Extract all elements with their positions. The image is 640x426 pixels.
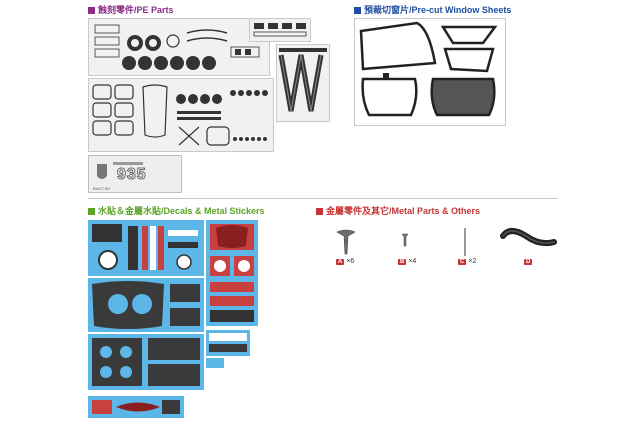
section-marker-icon [88, 208, 95, 215]
metal-part-d [500, 226, 558, 256]
rubber-tube-icon [500, 228, 557, 247]
decal-sheet-dark-art [92, 281, 200, 329]
rod-icon [464, 228, 466, 256]
decal-sheet-dark [88, 278, 204, 332]
decal-sheet-strip-art [92, 400, 180, 414]
section-marker-icon [316, 208, 323, 215]
decal-sheet-small [206, 330, 250, 356]
pin-icon [401, 233, 409, 247]
decal-sheet-red [206, 220, 258, 326]
metal-part-b [400, 232, 410, 248]
nameplate: 935 BUILT BY [88, 155, 182, 193]
decal-sheet-tiny [206, 358, 224, 368]
metal-part-c [462, 228, 468, 256]
decal-sheet-strip [88, 396, 184, 418]
section-divider [88, 198, 558, 199]
pe-section-title: 蝕刻零件/PE Parts [88, 3, 174, 16]
metal-part-b-qty: B×4 [398, 258, 417, 265]
metal-section-title: 金屬零件及其它/Metal Parts & Others [316, 204, 480, 217]
decal-sheet-main [88, 220, 204, 276]
rivet-icon [336, 229, 356, 255]
pe-fret-top-parts [94, 24, 260, 70]
window-sheet-parts [359, 21, 498, 117]
porsche-crest-icon [97, 162, 143, 179]
decals-section-title: 水貼＆金屬水貼/Decals & Metal Stickers [88, 204, 265, 217]
window-sheet [354, 18, 506, 126]
pe-fret-small [249, 18, 311, 42]
windows-section-title: 預裁切窗片/Pre-cut Window Sheets [354, 3, 511, 16]
metal-part-d-qty: D [524, 259, 533, 265]
pe-fret-mesh [276, 44, 330, 122]
section-marker-icon [354, 7, 361, 14]
metal-part-a-qty: A×6 [336, 258, 355, 265]
pe-fret-top [88, 18, 270, 76]
section-marker-icon [88, 7, 95, 14]
metal-part-a [336, 228, 356, 256]
decal-sheet-small-art [209, 333, 247, 352]
decal-sheet-red-art [210, 224, 254, 322]
decal-sheet-panels [88, 334, 204, 390]
pe-fret-mesh-parts [278, 48, 327, 112]
pe-fret-large [88, 78, 274, 152]
metal-part-c-qty: C×2 [458, 258, 477, 265]
decal-sheet-panels-art [92, 338, 200, 386]
plate-brand: BUILT BY [93, 186, 111, 191]
pe-fret-large-parts [92, 84, 268, 146]
decal-sheet-main-art [92, 224, 198, 270]
pe-fret-small-parts [253, 23, 307, 37]
plate-number: 935 [117, 166, 147, 184]
